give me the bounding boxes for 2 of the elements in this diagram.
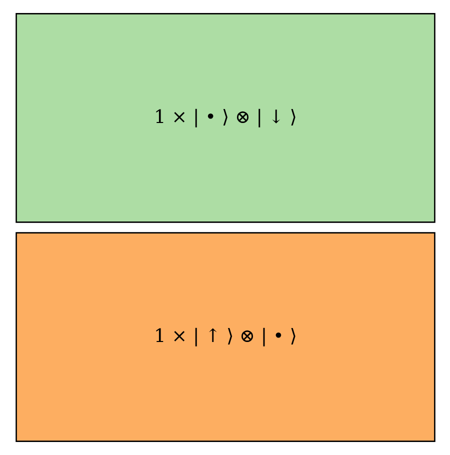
node-box: 1 × | ↑ ⟩ ⊗ | • ⟩ <box>15 232 435 442</box>
node-box: 1 × | • ⟩ ⊗ | ↓ ⟩ <box>15 13 435 223</box>
